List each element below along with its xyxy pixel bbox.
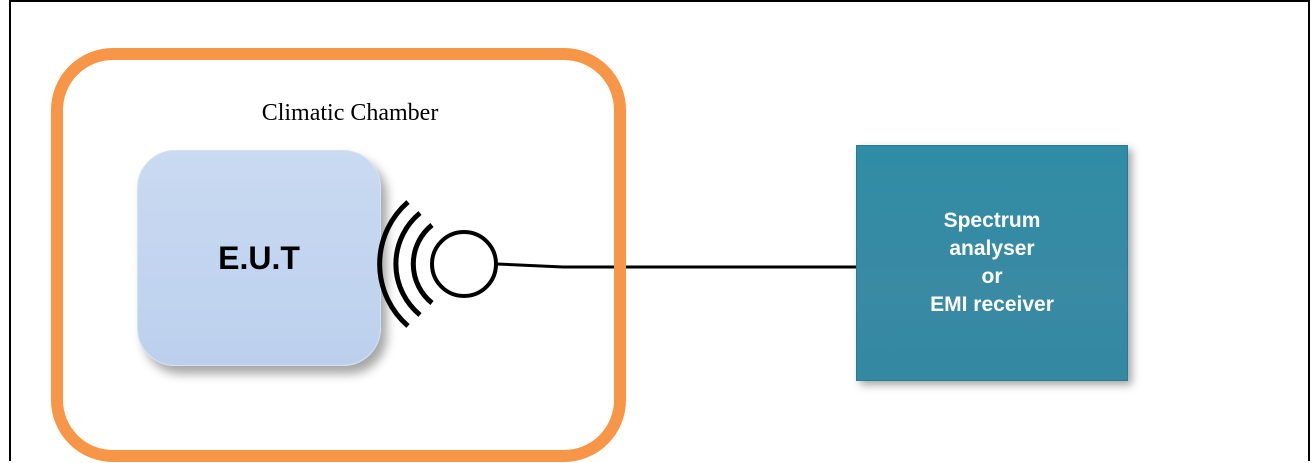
climatic-chamber bbox=[51, 48, 626, 462]
eut-label: E.U.T bbox=[218, 239, 300, 276]
analyser-line-4: EMI receiver bbox=[930, 293, 1054, 316]
spectrum-analyser-box: Spectrum analyser or EMI receiver bbox=[856, 145, 1128, 381]
antenna-loop bbox=[430, 230, 498, 298]
analyser-label: Spectrum analyser or EMI receiver bbox=[930, 207, 1054, 319]
analyser-line-2: analyser bbox=[949, 237, 1035, 260]
analyser-line-1: Spectrum bbox=[943, 209, 1041, 232]
chamber-label: Climatic Chamber bbox=[261, 100, 439, 126]
wave-arc-3 bbox=[377, 200, 410, 328]
wave-arc-1 bbox=[410, 223, 434, 305]
cable-line bbox=[496, 262, 564, 269]
eut-box: E.U.T bbox=[137, 150, 381, 366]
wave-arc-2 bbox=[393, 211, 422, 317]
analyser-line-3: or bbox=[981, 265, 1003, 288]
diagram-frame bbox=[9, 0, 1310, 461]
